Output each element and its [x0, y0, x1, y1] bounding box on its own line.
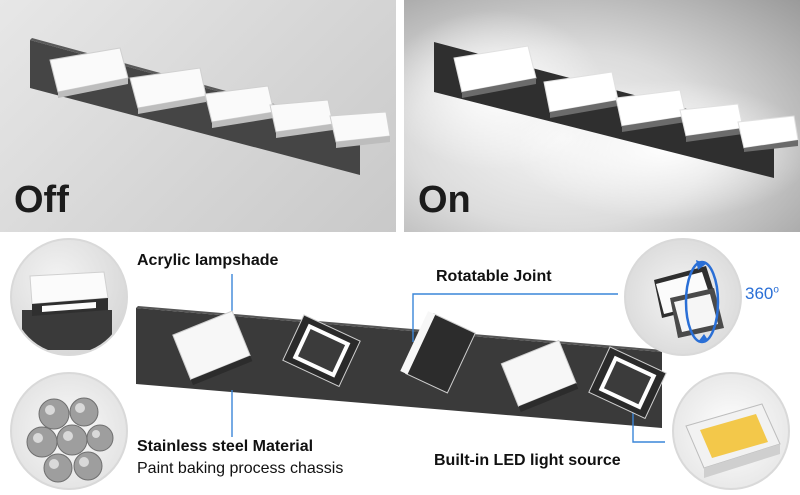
led-light-source-label: Built-in LED light source: [434, 452, 621, 469]
shade-on-5: [737, 115, 799, 152]
shade-off-4: [269, 99, 334, 138]
led-chip-icon: [685, 403, 781, 478]
paint-baking-label: Paint baking process chassis: [137, 460, 344, 477]
rotated-shade-1: [172, 310, 253, 386]
shade-off-3: [204, 85, 275, 128]
shade-off-1: [49, 47, 129, 98]
rotated-shade-2: [282, 314, 361, 388]
off-photo-panel: Off: [0, 0, 396, 232]
rotation-arrow-icon: [654, 260, 724, 344]
shade-on-1: [453, 45, 537, 98]
acrylic-detail-circle: [10, 238, 128, 356]
acrylic-detail-icon: [22, 271, 112, 350]
acrylic-lampshade-label: Acrylic lampshade: [137, 252, 279, 269]
rotation-degree-label: 360o: [745, 284, 779, 303]
joint-detail-circle: [624, 238, 742, 356]
rotated-shade-3: [400, 311, 476, 394]
shade-on-3: [615, 89, 687, 132]
stainless-steel-label: Stainless steel Material: [137, 438, 314, 455]
fixture-off-illustration: [30, 38, 391, 175]
shade-off-5: [329, 111, 391, 148]
off-label: Off: [14, 179, 69, 221]
fixture-on-illustration: [404, 10, 800, 220]
on-photo-panel: On: [404, 0, 800, 232]
steel-rods-icon: [26, 397, 114, 483]
on-label: On: [418, 179, 471, 221]
rotatable-joint-label: Rotatable Joint: [436, 268, 552, 285]
steel-detail-circle: [10, 372, 128, 490]
features-panel: 360o Acrylic lampshade Rotatable Joint S…: [0, 232, 800, 495]
rotated-shade-5: [588, 346, 667, 420]
rotated-shade-4: [500, 339, 579, 412]
fixture-rotated-illustration: [136, 274, 667, 443]
led-detail-circle: [672, 372, 790, 490]
